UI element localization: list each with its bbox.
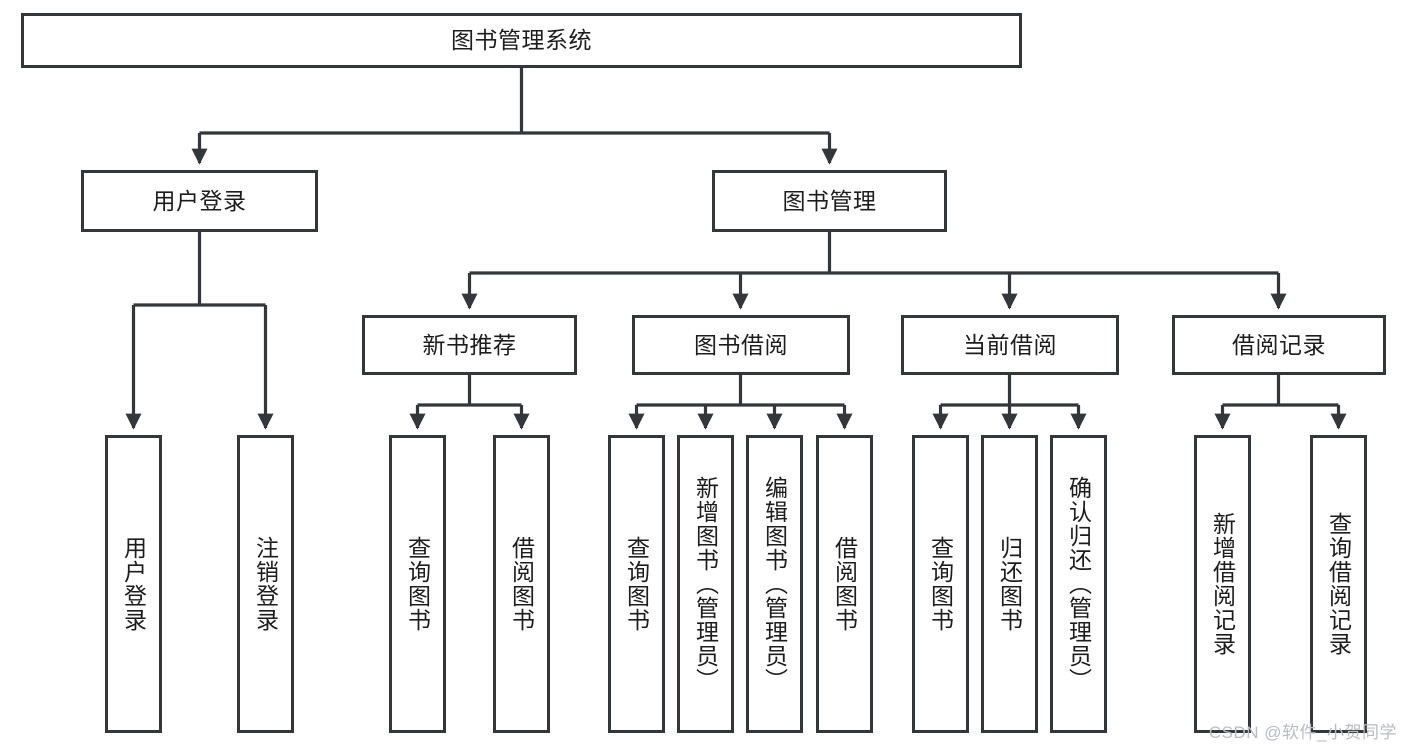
leaf-borrow-add-book-label: 新增图书（管理员）: [692, 476, 719, 692]
node-book-borrow[interactable]: 图书借阅: [632, 315, 850, 375]
node-new-book-recommend[interactable]: 新书推荐: [362, 315, 577, 375]
leaf-current-confirm-return-label: 确认归还（管理员）: [1065, 476, 1092, 692]
node-new-book-recommend-label: 新书推荐: [422, 331, 517, 358]
node-borrow-record[interactable]: 借阅记录: [1172, 315, 1386, 375]
leaf-record-add-label: 新增借阅记录: [1209, 512, 1236, 656]
node-current-borrow-label: 当前借阅: [963, 331, 1057, 358]
leaf-current-query-book[interactable]: 查询图书: [912, 435, 969, 733]
leaf-user-login-label: 用户登录: [120, 536, 147, 632]
leaf-record-add[interactable]: 新增借阅记录: [1194, 435, 1251, 733]
node-root-label: 图书管理系统: [451, 27, 592, 54]
node-book-borrow-label: 图书借阅: [694, 331, 788, 358]
leaf-logout-label: 注销登录: [252, 536, 279, 632]
leaf-current-query-book-label: 查询图书: [927, 536, 954, 632]
node-borrow-record-label: 借阅记录: [1232, 331, 1326, 358]
watermark: CSDN @软件_小贺同学: [1208, 723, 1397, 742]
node-book-management[interactable]: 图书管理: [712, 170, 947, 232]
leaf-user-login[interactable]: 用户登录: [105, 435, 162, 733]
leaf-current-return-book[interactable]: 归还图书: [981, 435, 1038, 733]
leaf-borrow-query-book[interactable]: 查询图书: [608, 435, 665, 733]
leaf-current-confirm-return[interactable]: 确认归还（管理员）: [1050, 435, 1107, 733]
leaf-borrow-edit-book-label: 编辑图书（管理员）: [761, 476, 788, 692]
node-user-login[interactable]: 用户登录: [81, 170, 318, 232]
leaf-borrow-add-book[interactable]: 新增图书（管理员）: [677, 435, 734, 733]
leaf-borrow-borrow-book-label: 借阅图书: [831, 536, 858, 632]
node-user-login-label: 用户登录: [152, 187, 247, 214]
node-current-borrow[interactable]: 当前借阅: [901, 315, 1119, 375]
leaf-recommend-query-book[interactable]: 查询图书: [389, 435, 446, 733]
leaf-borrow-edit-book[interactable]: 编辑图书（管理员）: [746, 435, 803, 733]
leaf-recommend-query-book-label: 查询图书: [404, 536, 431, 632]
leaf-record-query-label: 查询借阅记录: [1325, 512, 1352, 656]
leaf-borrow-query-book-label: 查询图书: [623, 536, 650, 632]
node-book-management-label: 图书管理: [782, 187, 877, 214]
leaf-borrow-borrow-book[interactable]: 借阅图书: [816, 435, 873, 733]
node-root[interactable]: 图书管理系统: [21, 13, 1022, 68]
leaf-recommend-borrow-book[interactable]: 借阅图书: [493, 435, 550, 733]
leaf-recommend-borrow-book-label: 借阅图书: [508, 536, 535, 632]
leaf-record-query[interactable]: 查询借阅记录: [1310, 435, 1367, 733]
leaf-logout[interactable]: 注销登录: [237, 435, 294, 733]
leaf-current-return-book-label: 归还图书: [996, 536, 1023, 632]
